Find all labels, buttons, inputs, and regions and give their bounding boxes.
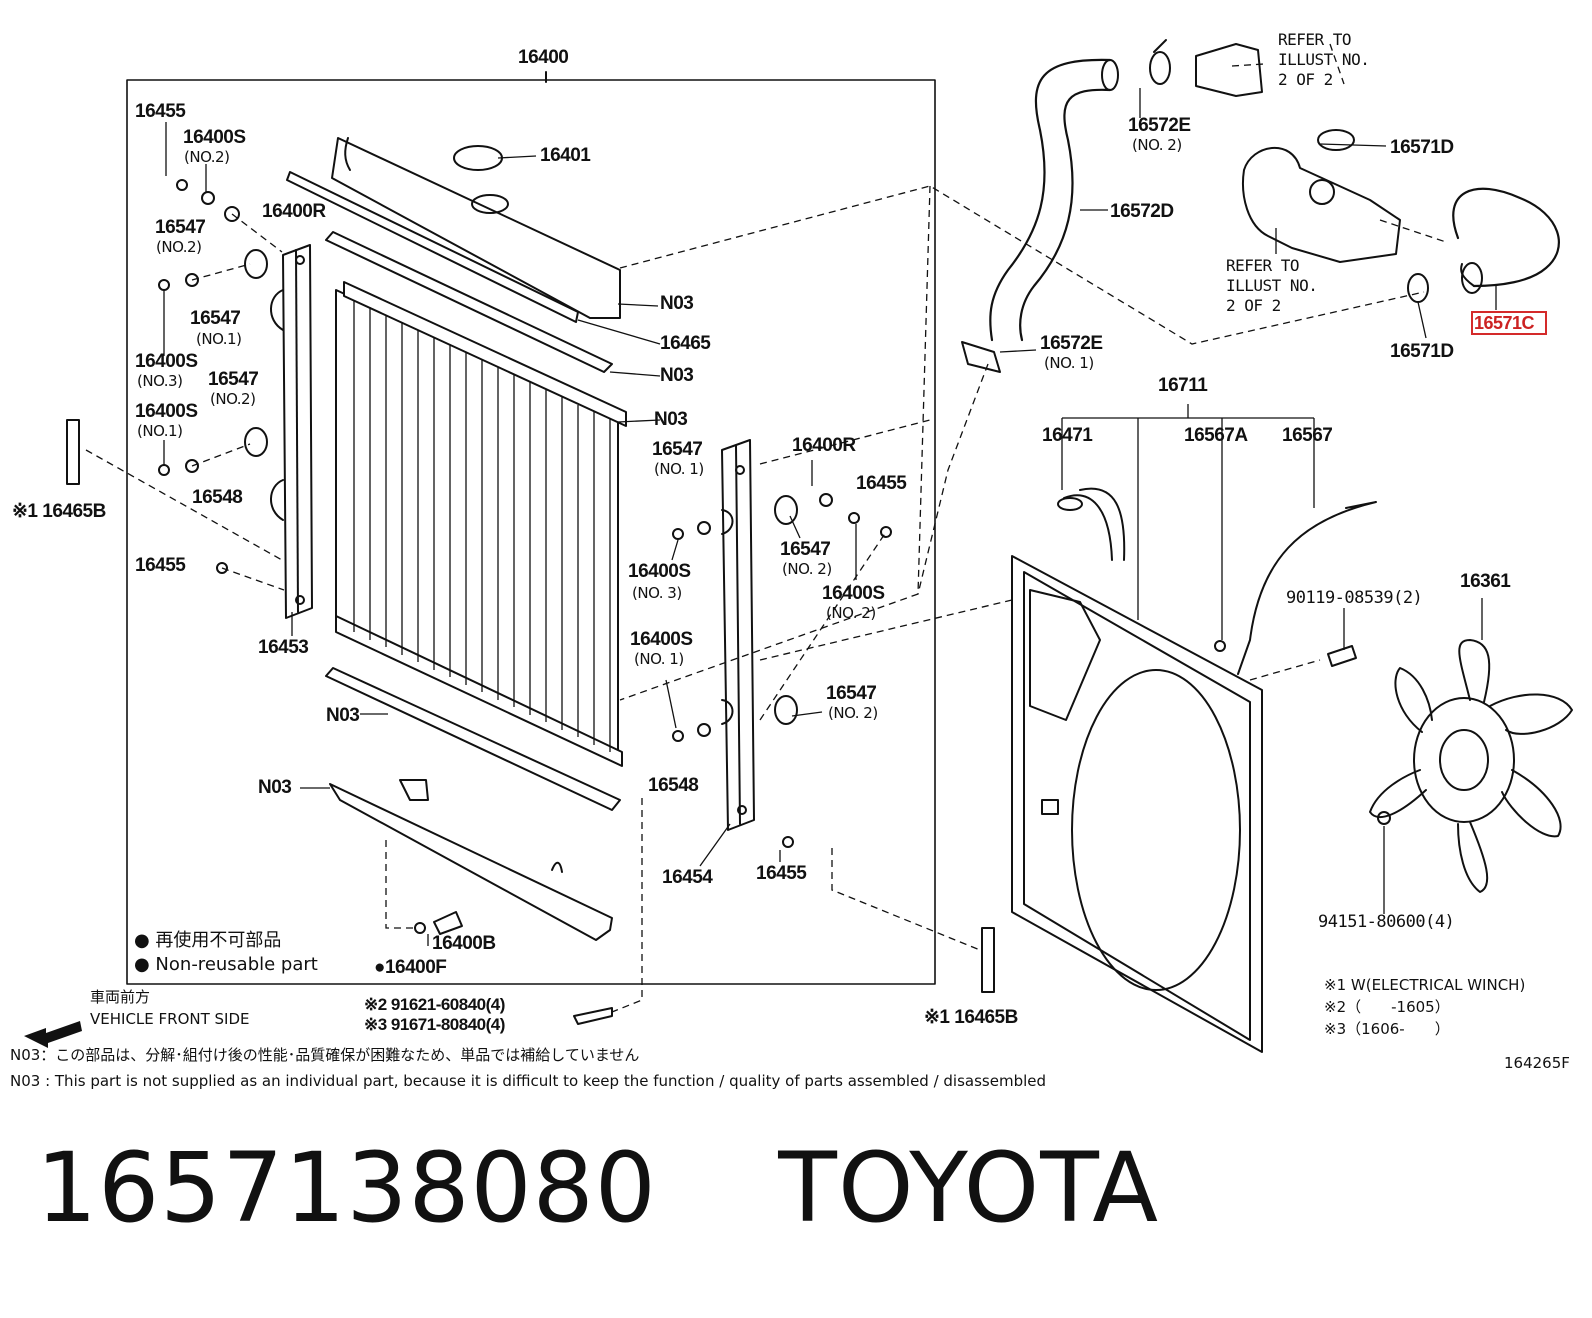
part-label-16571c-highlighted[interactable]: 16571C xyxy=(1471,311,1547,335)
radiator-cap xyxy=(471,194,509,214)
part-sublabel: (NO.2) xyxy=(210,390,256,408)
part-sublabel: (NO.2) xyxy=(156,238,202,256)
part-label-16547[interactable]: 16547 xyxy=(208,369,259,390)
part-label-16455[interactable]: 16455 xyxy=(135,101,186,122)
part-label-16400r[interactable]: 16400R xyxy=(792,435,856,456)
part-label-16400s[interactable]: 16400S xyxy=(183,127,246,148)
part-sublabel: (NO. 2) xyxy=(1132,136,1182,154)
part-label-n03[interactable]: N03 xyxy=(660,365,694,386)
caption-brand: TOYOTA xyxy=(778,1132,1160,1244)
n03-note-en: N03 : This part is not supplied as an in… xyxy=(10,1072,1047,1090)
part-label-16548[interactable]: 16548 xyxy=(648,775,699,796)
part-label-16361[interactable]: 16361 xyxy=(1460,571,1511,592)
part-sublabel: (NO. 1) xyxy=(634,650,684,668)
legend-non-reusable-en: ● Non-reusable part xyxy=(134,954,318,975)
part-sublabel: (NO.1) xyxy=(196,330,242,348)
illustration-code: 164265F xyxy=(1504,1054,1570,1072)
top-seal-strip xyxy=(286,171,579,323)
part-label-16547[interactable]: 16547 xyxy=(155,217,206,238)
fan-shroud xyxy=(1011,555,1263,1053)
part-label-n03[interactable]: N03 xyxy=(654,409,688,430)
part-label-16465b[interactable]: ※1 16465B xyxy=(12,501,106,522)
part-label-16547[interactable]: 16547 xyxy=(652,439,703,460)
part-label-16455[interactable]: 16455 xyxy=(135,555,186,576)
part-sublabel: (NO.1) xyxy=(137,422,183,440)
footnote-2: ※2（ -1605） xyxy=(1324,998,1450,1016)
part-label-16400s[interactable]: 16400S xyxy=(822,583,885,604)
part-label-n03[interactable]: N03 xyxy=(660,293,694,314)
part-sublabel: (NO. 2) xyxy=(828,704,878,722)
part-label-16400s[interactable]: 16400S xyxy=(135,401,198,422)
part-label-91621[interactable]: ※2 91621-60840(4) xyxy=(364,995,505,1014)
part-label-16567[interactable]: 16567 xyxy=(1282,425,1333,446)
part-label-16400b[interactable]: 16400B xyxy=(432,933,496,954)
part-label-16400r[interactable]: 16400R xyxy=(262,201,326,222)
core-fins xyxy=(353,300,611,752)
refer-note: REFER TO ILLUST NO. 2 OF 2 xyxy=(1226,256,1318,315)
caption: 1657138080 TOYOTA xyxy=(36,1132,1249,1244)
part-sublabel: (NO. 3) xyxy=(632,584,682,602)
part-label-16465[interactable]: 16465 xyxy=(660,333,711,354)
part-label-16400f[interactable]: ●16400F xyxy=(374,957,447,978)
upper-gasket xyxy=(325,231,613,373)
part-sublabel: (NO.3) xyxy=(137,372,183,390)
lower-tank xyxy=(329,783,613,941)
cooling-fan-16361 xyxy=(1369,639,1573,893)
part-sublabel: (NO. 1) xyxy=(654,460,704,478)
part-label-16400s[interactable]: 16400S xyxy=(630,629,693,650)
front-side-label-jp: 車両前方 xyxy=(90,988,151,1006)
part-label-16571d[interactable]: 16571D xyxy=(1390,341,1454,362)
part-label-16547[interactable]: 16547 xyxy=(826,683,877,704)
part-label-16572e[interactable]: 16572E xyxy=(1040,333,1103,354)
lower-gasket xyxy=(325,667,621,811)
part-label-16571d[interactable]: 16571D xyxy=(1390,137,1454,158)
part-label-16400s[interactable]: 16400S xyxy=(135,351,198,372)
part-label-16572d[interactable]: 16572D xyxy=(1110,201,1174,222)
part-label-16454[interactable]: 16454 xyxy=(662,867,713,888)
front-direction-arrow xyxy=(24,1021,82,1048)
part-sublabel: (NO. 2) xyxy=(826,604,876,622)
refer-note: REFER TO ILLUST NO. 2 OF 2 xyxy=(1278,30,1370,89)
part-label-91671[interactable]: ※3 91671-80840(4) xyxy=(364,1015,505,1034)
footnote-1: ※1 W(ELECTRICAL WINCH) xyxy=(1324,976,1526,994)
part-label-16400[interactable]: 16400 xyxy=(518,47,569,68)
part-label-94151[interactable]: 94151-80600(4) xyxy=(1318,912,1455,932)
part-label-16455[interactable]: 16455 xyxy=(856,473,907,494)
part-label-16455[interactable]: 16455 xyxy=(756,863,807,884)
part-label-16465b[interactable]: ※1 16465B xyxy=(924,1007,1018,1028)
part-sublabel: (NO.2) xyxy=(184,148,230,166)
part-label-16453[interactable]: 16453 xyxy=(258,637,309,658)
part-label-n03[interactable]: N03 xyxy=(326,705,360,726)
part-label-n03[interactable]: N03 xyxy=(258,777,292,798)
part-sublabel: (NO. 1) xyxy=(1044,354,1094,372)
part-label-16711[interactable]: 16711 xyxy=(1158,375,1208,396)
front-side-label-en: VEHICLE FRONT SIDE xyxy=(90,1010,250,1028)
cap-16401-seat xyxy=(453,145,503,171)
footnote-3: ※3（1606- ） xyxy=(1324,1020,1450,1038)
n03-note-jp: N03：この部品は、分解･組付け後の性能･品質確保が困難なため、単品では補給して… xyxy=(10,1046,640,1064)
part-label-90119[interactable]: 90119-08539(2) xyxy=(1286,588,1423,608)
part-label-16567a[interactable]: 16567A xyxy=(1184,425,1248,446)
part-label-16547[interactable]: 16547 xyxy=(780,539,831,560)
part-label-16547[interactable]: 16547 xyxy=(190,308,241,329)
shroud-opening xyxy=(1071,669,1241,991)
part-label-16572e[interactable]: 16572E xyxy=(1128,115,1191,136)
legend-non-reusable-jp: ● 再使用不可部品 xyxy=(134,930,282,951)
part-label-16400s[interactable]: 16400S xyxy=(628,561,691,582)
caption-part-number: 1657138080 xyxy=(36,1132,657,1244)
part-sublabel: (NO. 2) xyxy=(782,560,832,578)
part-label-16401[interactable]: 16401 xyxy=(540,145,591,166)
group-16400-frame xyxy=(126,79,936,985)
part-label-16471[interactable]: 16471 xyxy=(1042,425,1093,446)
upper-tank xyxy=(331,137,621,319)
part-label-16548[interactable]: 16548 xyxy=(192,487,243,508)
